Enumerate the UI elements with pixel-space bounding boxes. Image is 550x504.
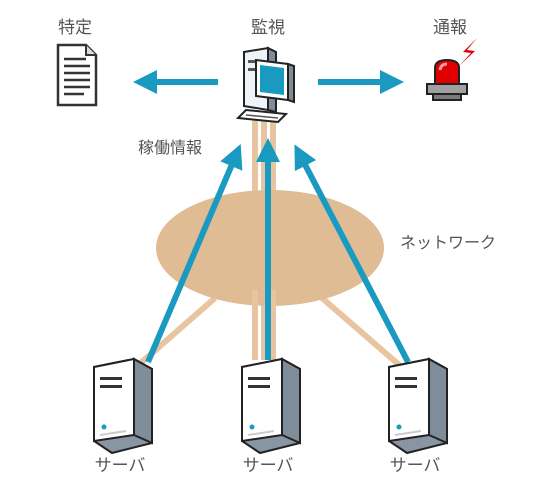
notify-label: 通報: [433, 18, 467, 38]
network-label: ネットワーク: [400, 233, 497, 252]
monitor-label: 監視: [251, 18, 285, 38]
operating-info-label: 稼働情報: [138, 138, 203, 157]
document-icon: [56, 43, 98, 107]
server-label: サーバ: [242, 456, 294, 476]
arrow-server-3-to-monitor: [294, 144, 411, 364]
server-icon: [388, 357, 448, 455]
network-links-over: [252, 290, 276, 360]
link-cloud-server-3: [320, 295, 407, 373]
identify-label: 特定: [58, 18, 92, 38]
monitoring-computer-icon: [235, 46, 295, 124]
server-icon: [93, 357, 153, 455]
arrow-server-1-to-monitor: [145, 143, 243, 364]
server-label: サーバ: [389, 456, 441, 476]
server-label: サーバ: [94, 456, 146, 476]
alarm-light-icon: [426, 38, 477, 101]
operating-info-arrows: [145, 138, 411, 364]
server-icon: [241, 357, 301, 455]
